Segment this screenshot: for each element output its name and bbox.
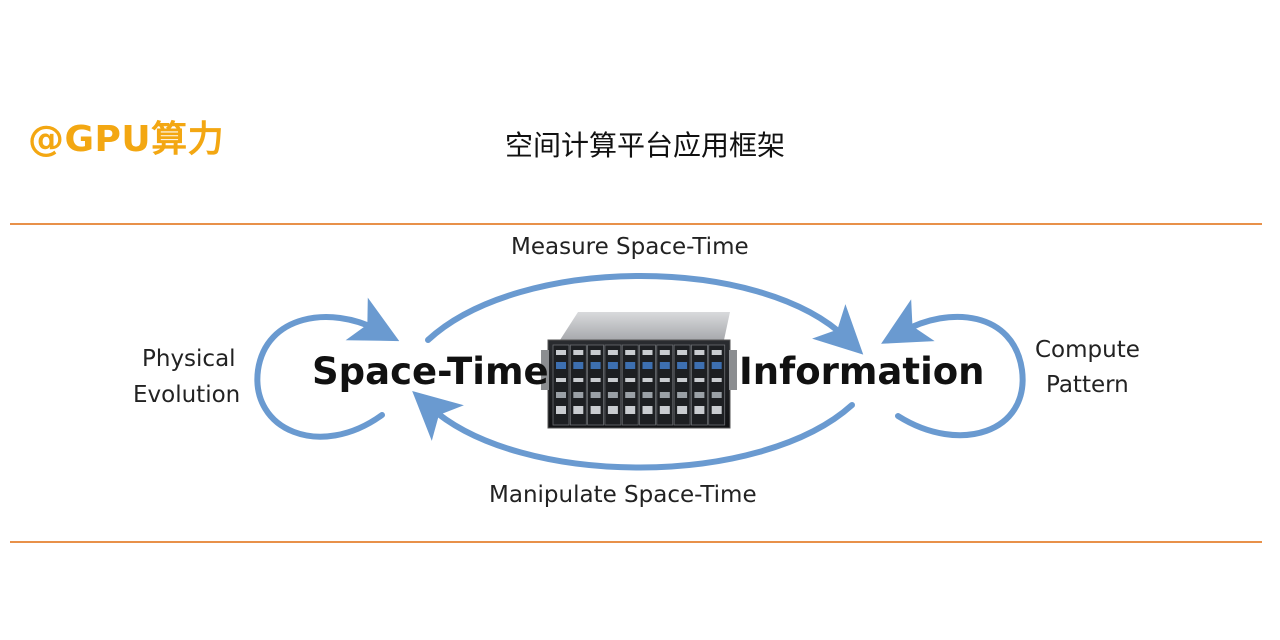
top-divider: [10, 223, 1262, 225]
server-blade: [708, 344, 726, 426]
watermark-logo: @GPU算力: [28, 119, 225, 160]
label-pattern: Pattern: [1046, 372, 1129, 398]
label-compute: Compute: [1035, 337, 1140, 363]
arrow-measure: [425, 273, 864, 355]
server-blade: [604, 344, 622, 426]
server-blade: [656, 344, 674, 426]
server-rack-icon: [541, 312, 737, 429]
bottom-divider: [10, 541, 1262, 543]
node-space-time: Space-Time: [312, 350, 549, 393]
node-information: Information: [739, 350, 985, 393]
label-manipulate: Manipulate Space-Time: [489, 482, 757, 508]
label-measure: Measure Space-Time: [511, 234, 749, 260]
label-evolution: Evolution: [133, 382, 241, 408]
server-blade: [587, 344, 604, 426]
server-blade: [552, 344, 570, 426]
arrow-manipulate: [412, 390, 855, 471]
server-blade: [621, 344, 639, 426]
server-blade: [569, 344, 587, 426]
server-blade: [639, 344, 656, 426]
server-blade: [673, 344, 691, 426]
label-physical: Physical: [142, 346, 236, 372]
page-title: 空间计算平台应用框架: [504, 129, 785, 162]
arrow-compute-pattern-loop: [881, 299, 1026, 439]
arrow-physical-evolution-loop: [254, 297, 400, 440]
server-blade: [691, 344, 708, 426]
